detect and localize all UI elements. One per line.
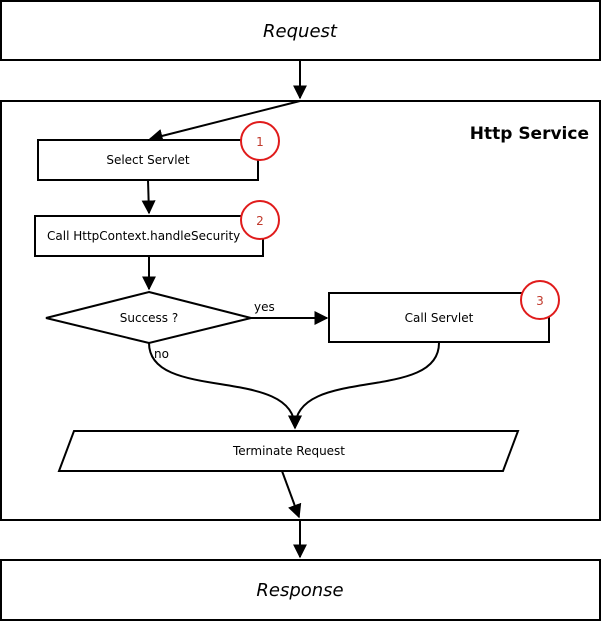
- edge-select-to-security: [141, 179, 156, 215]
- node-select-servlet-label: Select Servlet: [106, 153, 190, 167]
- edge-label-yes: yes: [254, 300, 275, 314]
- edge-servlet-to-terminate: [288, 342, 440, 430]
- node-success-decision-label: Success ?: [120, 311, 179, 325]
- step-badge-1: 1: [240, 121, 280, 161]
- step-badge-2: 2: [240, 200, 280, 240]
- node-terminate-request-label: Terminate Request: [232, 444, 345, 458]
- response-label: Response: [256, 580, 343, 601]
- edge-label-no: no: [154, 347, 169, 361]
- node-success-decision: Success ?: [45, 290, 252, 345]
- edge-terminate-to-exit: [281, 470, 302, 519]
- container-title: Http Service: [470, 124, 589, 144]
- edge-service-to-select: [148, 100, 301, 143]
- step-badge-3-label: 3: [536, 294, 544, 308]
- step-badge-2-label: 2: [256, 214, 264, 228]
- node-handle-security: Call HttpContext.handleSecurity: [34, 215, 264, 257]
- step-badge-1-label: 1: [256, 135, 264, 149]
- edge-no: [148, 342, 302, 430]
- node-terminate-request: Terminate Request: [57, 430, 520, 472]
- request-label: Request: [263, 21, 338, 42]
- node-call-servlet-label: Call Servlet: [405, 311, 474, 325]
- response-box: Response: [0, 559, 601, 621]
- step-badge-3: 3: [520, 280, 560, 320]
- node-select-servlet: Select Servlet: [37, 139, 259, 181]
- node-handle-security-label: Call HttpContext.handleSecurity: [47, 229, 240, 243]
- request-box: Request: [0, 0, 601, 61]
- node-call-servlet: Call Servlet: [328, 292, 550, 343]
